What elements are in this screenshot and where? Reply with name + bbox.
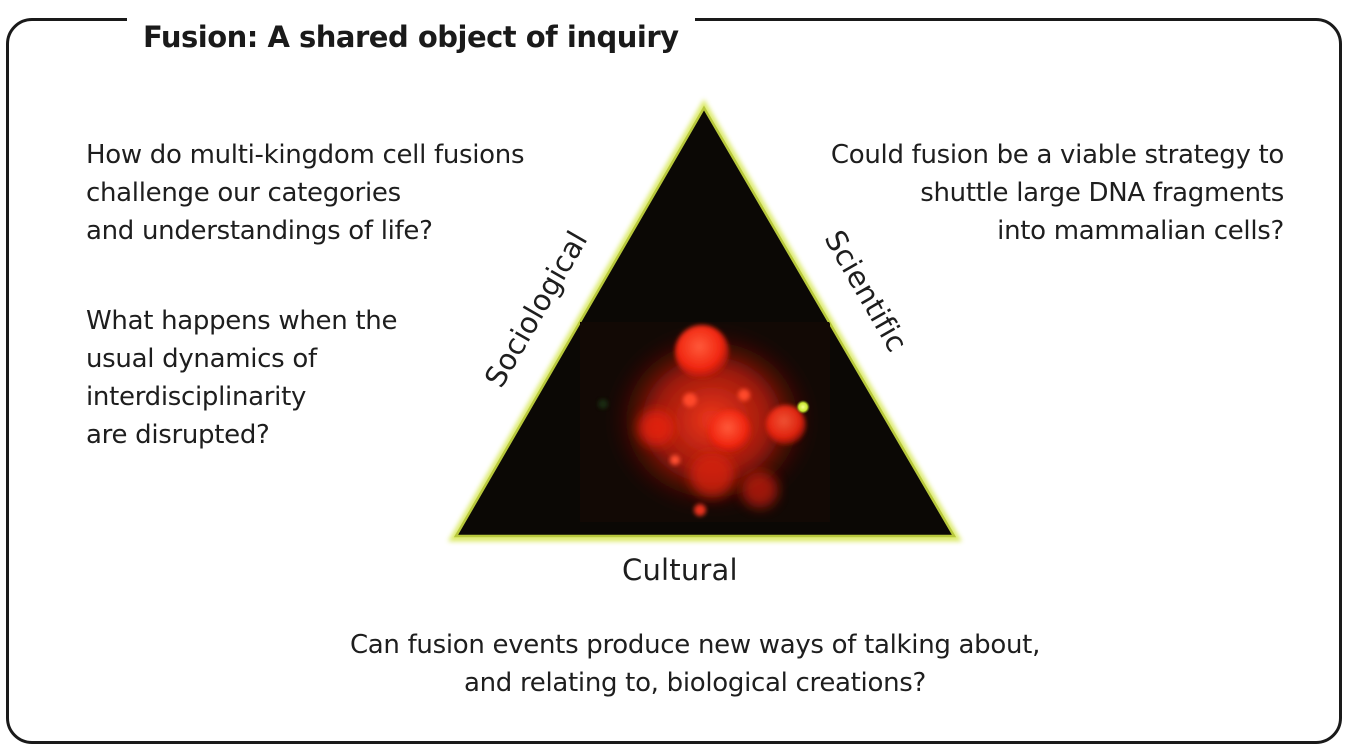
question-biological-creations: Can fusion events produce new ways of ta…	[349, 630, 1041, 698]
figure-title: Fusion: A shared object of inquiry	[127, 17, 695, 57]
question-interdisciplinarity: What happens when the usual dynamics of …	[86, 306, 398, 450]
outer-frame: Fusion: A shared object of inquiry	[6, 17, 1342, 744]
edge-label-cultural: Cultural	[622, 553, 738, 587]
question-dna-fragments: Could fusion be a viable strategy to shu…	[830, 140, 1284, 246]
fluorescent-cell-image	[580, 322, 830, 522]
question-multi-kingdom: How do multi-kingdom cell fusions challe…	[86, 140, 525, 246]
green-fluorescent-dot	[796, 400, 810, 414]
